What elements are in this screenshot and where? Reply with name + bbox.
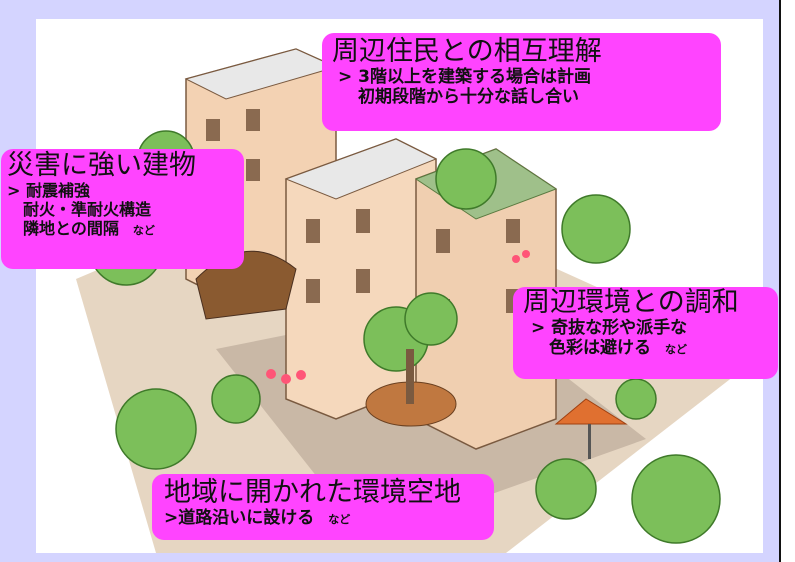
- roof-center: [284, 138, 438, 200]
- callout-environment-harmony: 周辺環境との調和 > 奇抜な形や派手な 色彩は避ける など: [513, 287, 778, 379]
- callout-line: 初期段階から十分な話し合い: [358, 87, 579, 107]
- callout-note: など: [328, 513, 351, 526]
- callout-title: 周辺住民との相互理解: [332, 36, 602, 67]
- callout-line: 隣地との間隔: [23, 219, 119, 238]
- callout-title: 地域に開かれた環境空地: [164, 477, 461, 508]
- right-edge-bar: [779, 0, 795, 562]
- callout-line: 色彩は避ける: [549, 338, 651, 358]
- callout-line: >道路沿いに設ける: [164, 508, 315, 528]
- callout-line: > 奇抜な形や派手な: [531, 318, 688, 338]
- callout-note: など: [665, 343, 687, 356]
- flower-bed: [266, 250, 530, 384]
- callout-note: など: [132, 224, 155, 237]
- callout-line: > 耐震補強: [7, 181, 90, 200]
- callout-title: 周辺環境との調和: [523, 287, 739, 318]
- callout-line: > 3階以上を建築する場合は計画: [338, 67, 591, 87]
- callout-disaster-resistant: 災害に強い建物 > 耐震補強 耐火・準耐火構造 隣地との間隔など: [1, 149, 244, 269]
- callout-title: 災害に強い建物: [7, 150, 196, 181]
- callout-line: 耐火・準耐火構造: [23, 200, 152, 219]
- callout-community-understanding: 周辺住民との相互理解 > 3階以上を建築する場合は計画 初期段階から十分な話し合…: [322, 33, 721, 131]
- callout-open-space: 地域に開かれた環境空地 >道路沿いに設けるなど: [152, 474, 494, 540]
- tree-trunk: [406, 349, 414, 404]
